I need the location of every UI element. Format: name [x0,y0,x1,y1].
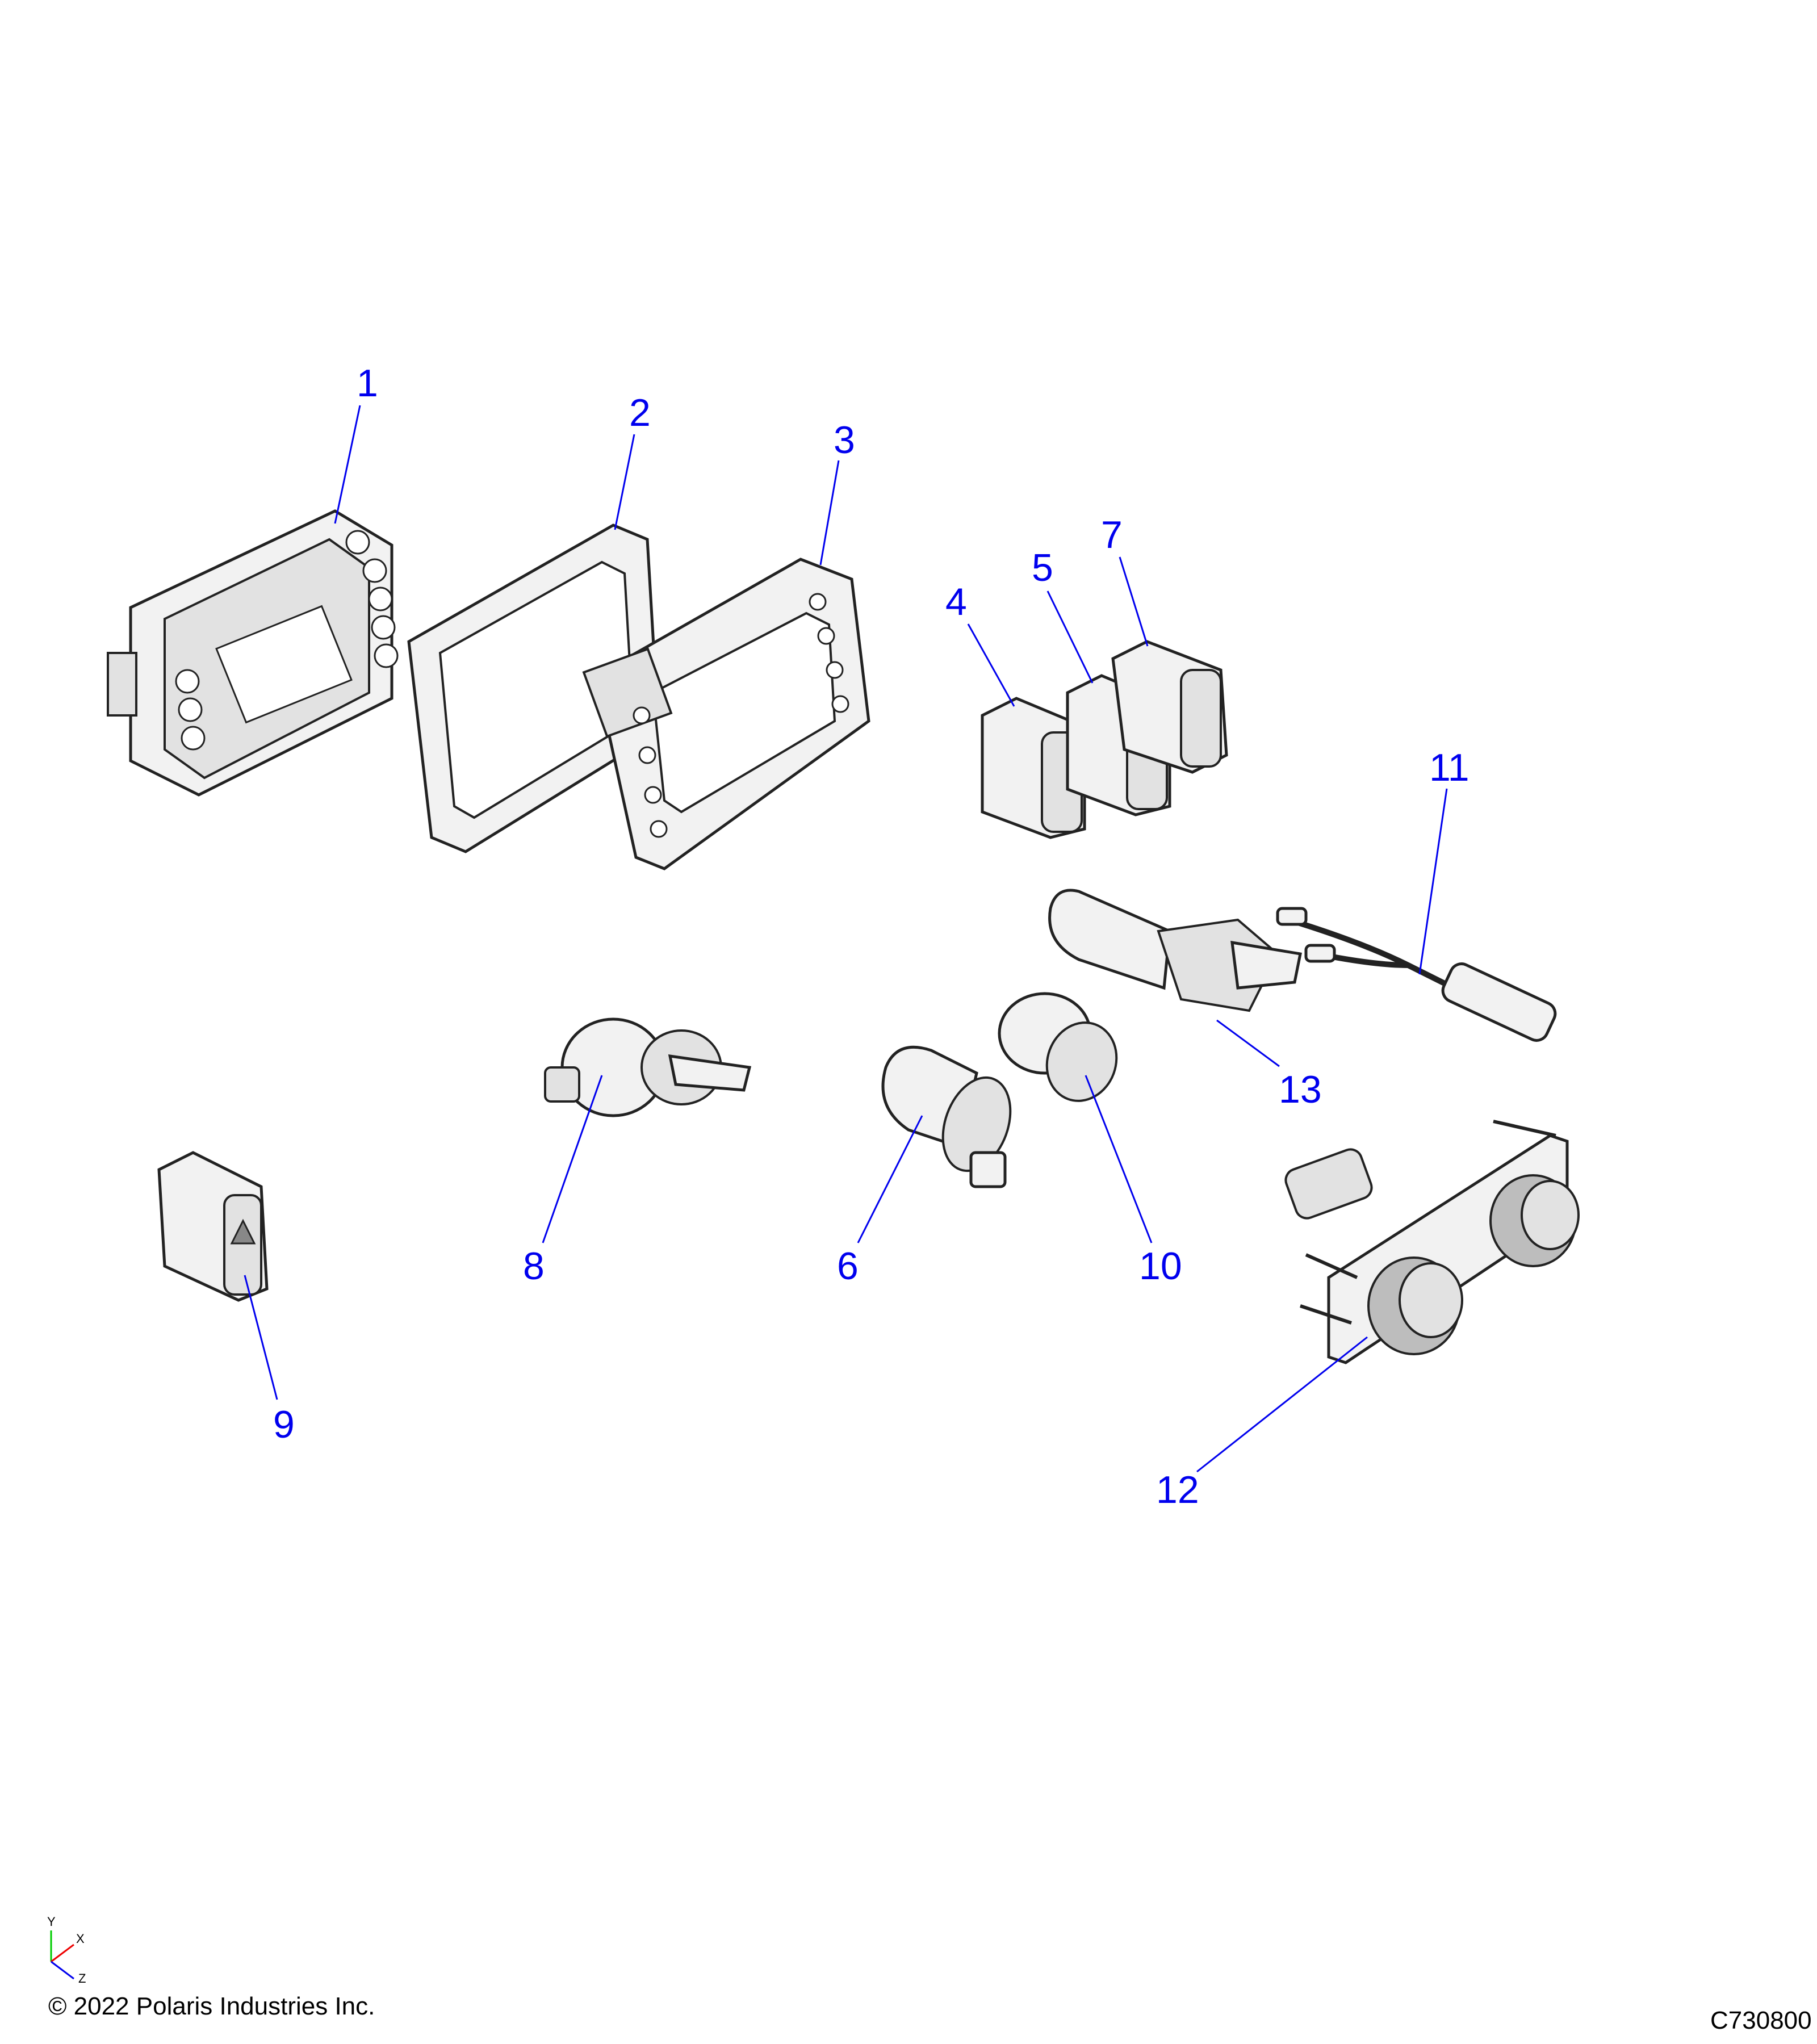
callout-11[interactable]: 11 [1429,746,1469,789]
callout-10[interactable]: 10 [1139,1245,1182,1288]
callout-1[interactable]: 1 [357,362,378,405]
part-10-power-port[interactable] [998,992,1127,1111]
callout-7[interactable]: 7 [1101,513,1123,556]
callout-4[interactable]: 4 [945,580,967,623]
callout-9[interactable]: 9 [273,1403,295,1446]
part-8-key-switch[interactable] [544,1017,752,1117]
part-2-bezel-gasket[interactable] [407,523,660,853]
part-1-display-unit[interactable] [107,509,399,797]
copyright-text: © 2022 Polaris Industries Inc. [48,1992,375,2020]
part-13-usb-charger[interactable] [1048,889,1302,1012]
leader-lines [244,405,1448,1473]
part-7-rocker-switch[interactable] [1111,640,1228,774]
axis-label-z: Z [78,1971,86,1986]
callout-6[interactable]: 6 [837,1245,859,1288]
callout-5[interactable]: 5 [1032,546,1053,589]
part-3-frame[interactable] [582,558,870,870]
callout-8[interactable]: 8 [523,1245,545,1288]
part-11-wire-harness[interactable] [1276,907,1559,1044]
axis-label-x: X [76,1932,85,1946]
callout-3[interactable]: 3 [834,418,855,462]
part-9-hazard-switch[interactable] [157,1151,269,1302]
callout-13[interactable]: 13 [1279,1068,1322,1111]
axis-triad-icon: Y X Z [47,1915,86,1986]
axis-label-y: Y [47,1915,56,1929]
callout-12[interactable]: 12 [1156,1468,1199,1511]
callout-2[interactable]: 2 [629,391,651,434]
drawing-number: C730800 [1710,2007,1812,2034]
part-6-12v-socket[interactable] [881,1045,1023,1188]
part-12-control-panel[interactable] [1283,1120,1580,1364]
